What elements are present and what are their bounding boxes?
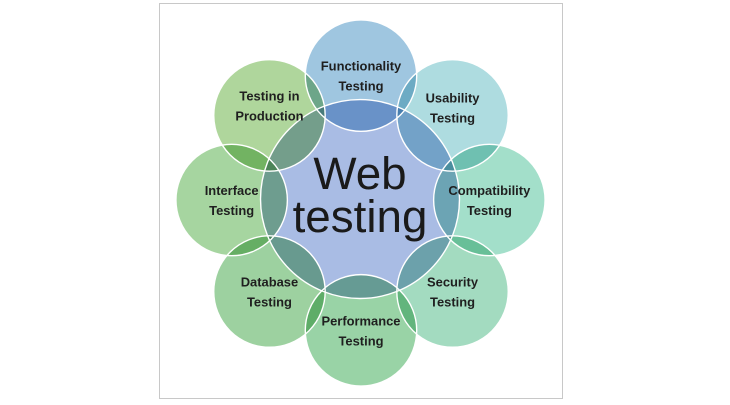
outline-performance-testing	[304, 273, 418, 387]
circle-testing-in-production	[213, 59, 326, 172]
circle-usability-testing	[396, 59, 509, 172]
outline-interface-testing	[175, 143, 289, 257]
outline-database-testing	[213, 235, 326, 348]
outline-usability-testing	[396, 59, 509, 172]
circle-performance-testing	[305, 274, 417, 387]
circle-outline-layer	[175, 19, 546, 387]
circle-interface-testing	[175, 144, 288, 256]
outline-web-testing	[259, 98, 461, 300]
circle-fill-layer	[175, 19, 546, 387]
circle-compatibility-testing	[433, 144, 546, 256]
circle-database-testing	[213, 235, 326, 348]
circle-security-testing	[396, 235, 509, 348]
outline-compatibility-testing	[432, 143, 546, 257]
outline-security-testing	[396, 235, 509, 348]
outline-functionality-testing	[304, 19, 418, 133]
outline-testing-in-production	[213, 59, 326, 172]
